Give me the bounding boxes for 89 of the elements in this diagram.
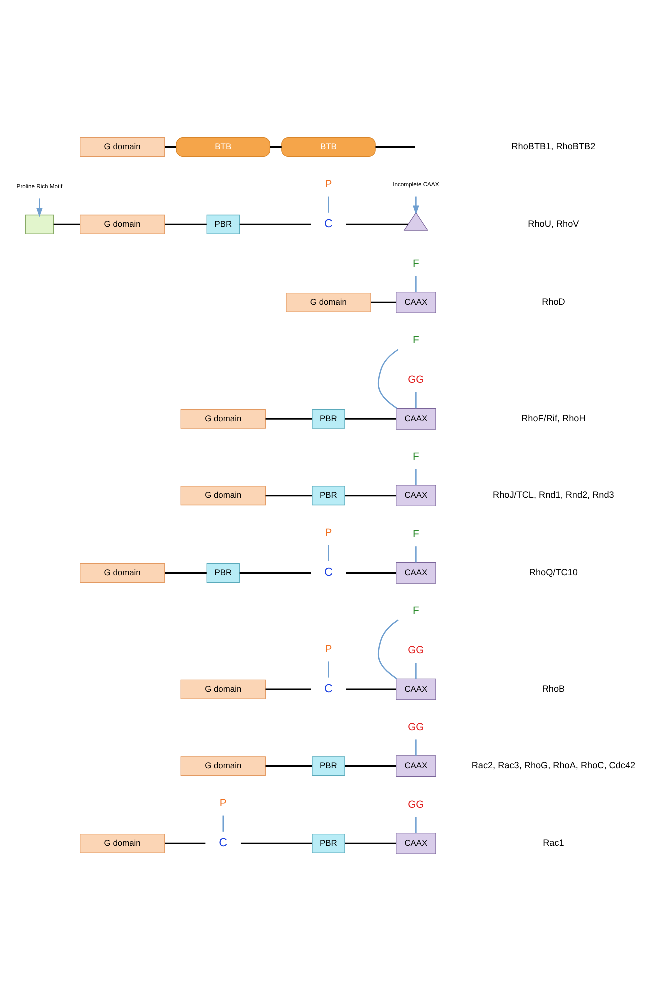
node-text: F (413, 258, 420, 270)
connector (345, 765, 396, 767)
node-box: CAAX (396, 408, 436, 430)
label: RhoU, RhoV (528, 218, 580, 229)
node-box: PBR (312, 756, 346, 776)
node-box: PBR (312, 408, 346, 428)
arrow (36, 198, 43, 217)
connector (416, 392, 417, 408)
label: Rac2, Rac3, RhoG, RhoA, RhoC, Cdc42 (472, 760, 636, 770)
node-text: C (324, 566, 333, 579)
connector (165, 223, 207, 225)
node-text: F (413, 451, 420, 462)
node-box: G domain (80, 833, 166, 853)
node-box: CAAX (396, 291, 436, 313)
node-box: CAAX (396, 562, 436, 584)
connector (165, 842, 206, 844)
connector (328, 196, 330, 212)
label: RhoBTB1, RhoBTB2 (512, 141, 596, 152)
connector (416, 468, 417, 485)
connector (328, 661, 330, 678)
node-text: P (325, 644, 332, 655)
connector (266, 765, 312, 767)
connector (371, 301, 396, 304)
node-text: C (219, 836, 228, 850)
connector (416, 662, 417, 679)
node-text: F (413, 606, 420, 617)
arrow (412, 196, 420, 214)
connector (416, 546, 417, 562)
connector (266, 418, 312, 420)
node-box: G domain (180, 756, 266, 776)
node-box: CAAX (396, 832, 436, 854)
node-text: C (324, 682, 333, 695)
connector (378, 619, 399, 680)
connector (346, 223, 408, 225)
label: RhoF/Rif, RhoH (522, 413, 586, 424)
node-triangle (404, 212, 428, 230)
node-text: P (325, 528, 332, 539)
node-text: GG (408, 374, 424, 386)
node-box: BTB (282, 137, 376, 157)
node-box (25, 214, 54, 234)
node-text: GG (408, 722, 424, 733)
node-box: BTB (176, 137, 271, 157)
node-box: G domain (286, 292, 372, 312)
connector (54, 223, 80, 225)
connector (222, 815, 224, 832)
connector (416, 816, 417, 833)
node-text: GG (408, 645, 424, 656)
connector (328, 544, 330, 561)
connector (165, 572, 207, 574)
connector (345, 418, 396, 420)
connector (165, 146, 176, 148)
node-text: C (324, 217, 333, 230)
node-box: PBR (312, 833, 346, 853)
connector (416, 739, 417, 756)
connector (345, 842, 396, 844)
node-text: P (220, 798, 227, 809)
node-box: G domain (80, 214, 166, 234)
connector (378, 348, 399, 409)
node-box: PBR (206, 562, 240, 582)
node-box: G domain (80, 137, 166, 157)
label: RhoJ/TCL, Rnd1, Rnd2, Rnd3 (493, 490, 614, 500)
node-box: CAAX (396, 484, 436, 506)
label: RhoD (542, 296, 566, 307)
label: RhoQ/TC10 (529, 567, 578, 578)
connector (376, 146, 416, 148)
connector (240, 572, 312, 574)
node-box: G domain (180, 486, 266, 506)
node-box: PBR (312, 486, 346, 506)
node-box: G domain (80, 562, 166, 582)
connector (266, 494, 312, 496)
connector (240, 842, 312, 844)
node-text: F (413, 528, 420, 540)
node-box: G domain (180, 408, 266, 428)
connector (416, 276, 417, 292)
node-box: CAAX (396, 678, 436, 700)
label: Rac1 (543, 838, 564, 848)
node-box: CAAX (396, 755, 436, 777)
connector (346, 572, 396, 574)
label: RhoB (542, 684, 566, 694)
node-text: GG (408, 799, 424, 810)
node-text: P (325, 178, 332, 190)
connector (345, 494, 396, 496)
connector (346, 688, 396, 690)
node-box: PBR (206, 214, 240, 234)
connector (266, 688, 312, 690)
connector (240, 223, 312, 225)
connector (270, 146, 282, 148)
node-text: F (413, 335, 420, 346)
node-box: G domain (180, 679, 266, 699)
